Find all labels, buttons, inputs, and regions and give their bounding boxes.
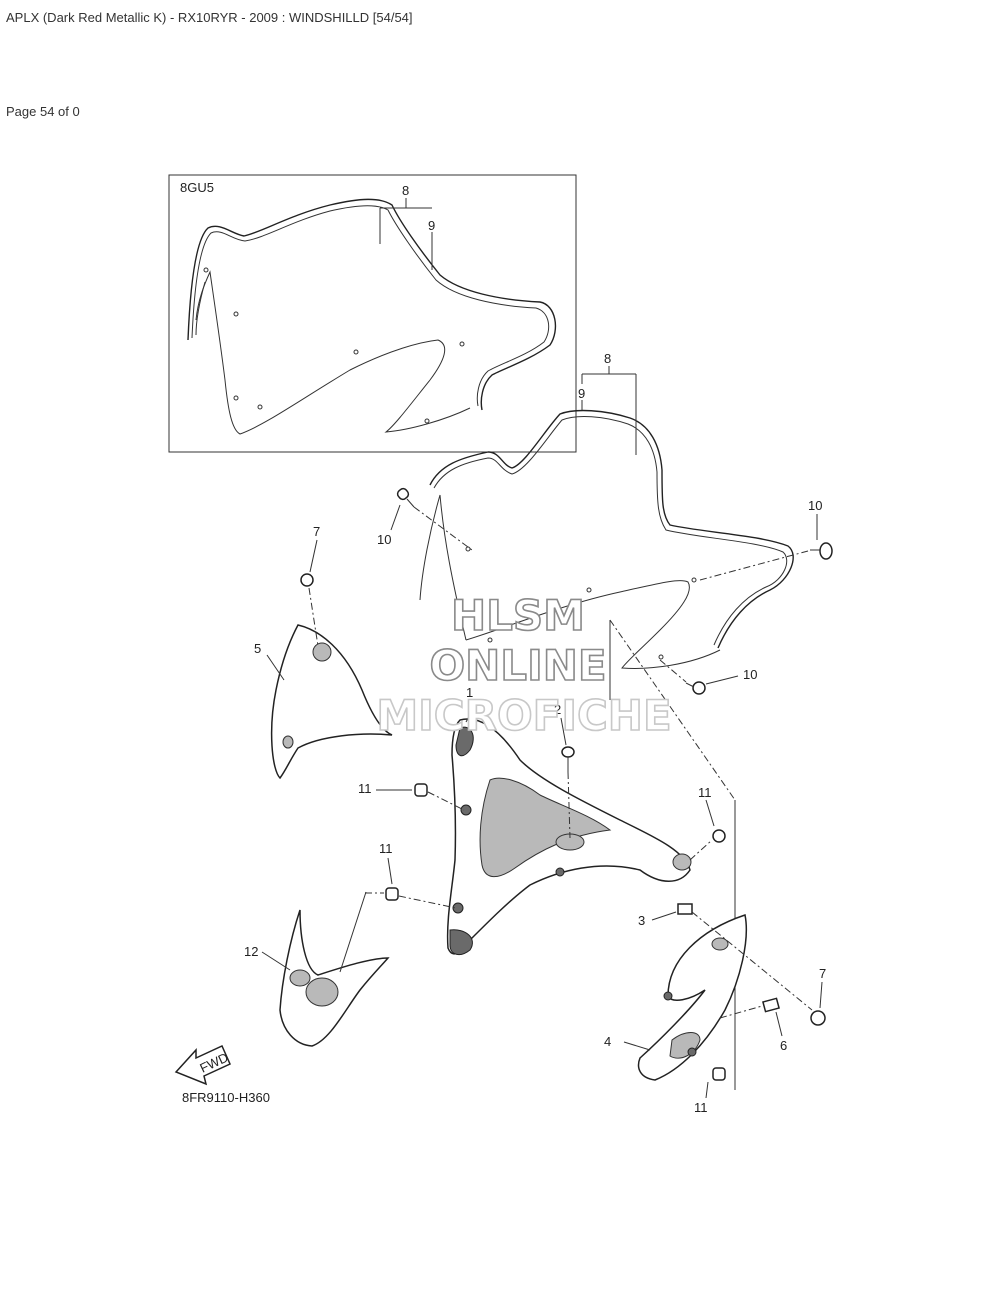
page-header-title: APLX (Dark Red Metallic K) - RX10RYR - 2… — [6, 10, 413, 25]
inset-variant-box: 8GU5 8 9 — [168, 174, 577, 453]
callout-8-inset: 8 — [402, 183, 409, 198]
callout-10-left: 10 — [377, 532, 391, 547]
screw-2: 2 — [554, 702, 575, 839]
callout-1: 1 — [466, 685, 473, 700]
callout-7-top: 7 — [313, 524, 320, 539]
watermark-line-3: MICROFICHE — [376, 691, 671, 740]
callout-11-left: 11 — [358, 781, 372, 796]
part-4-side-cover: 4 — [604, 914, 748, 1081]
screw-10-left: 10 — [377, 487, 473, 551]
callout-8-main: 8 — [604, 351, 611, 366]
fwd-arrow-icon: FWD — [174, 1045, 231, 1086]
callout-9-inset: 9 — [428, 218, 435, 233]
callout-6: 6 — [780, 1038, 787, 1053]
callout-4: 4 — [604, 1034, 611, 1049]
screw-7-bottom: 7 — [810, 966, 826, 1026]
callout-7-bottom: 7 — [819, 966, 826, 981]
part-1-front-cowling: 1 — [446, 685, 692, 956]
watermark: HLSM ONLINE MICROFICHE — [376, 590, 673, 741]
screw-10-bottom: 10 — [659, 659, 757, 695]
page-indicator: Page 54 of 0 — [6, 104, 80, 119]
grommet-11-left: 11 — [358, 781, 465, 811]
callout-12: 12 — [244, 944, 258, 959]
grommet-11-bottom: 11 — [694, 1067, 726, 1115]
inset-label: 8GU5 — [180, 180, 214, 195]
grommet-11-right: 11 — [689, 785, 726, 861]
callout-3: 3 — [638, 913, 645, 928]
windshield-main: 8 9 — [419, 351, 794, 669]
callout-5: 5 — [254, 641, 261, 656]
callout-9-main: 9 — [578, 386, 585, 401]
callout-11-right: 11 — [698, 785, 712, 800]
part-12-lower-panel: 12 — [244, 891, 390, 1047]
callout-2: 2 — [554, 702, 561, 717]
part-5-side-panel: 5 — [254, 624, 393, 780]
callout-11-bottom: 11 — [694, 1100, 708, 1115]
callout-10-bottom: 10 — [743, 667, 757, 682]
watermark-line-2: ONLINE — [429, 641, 606, 690]
callout-10-right: 10 — [808, 498, 822, 513]
screw-10-right: 10 — [699, 498, 833, 581]
diagram-code: 8FR9110-H360 — [182, 1090, 270, 1105]
watermark-line-1: HLSM — [451, 591, 585, 640]
callout-11-mid: 11 — [379, 841, 393, 856]
screw-7-top: 7 — [300, 524, 320, 647]
nut-6: 6 — [719, 997, 787, 1053]
clip-3: 3 — [638, 903, 813, 1011]
grommet-11-mid: 11 — [365, 841, 457, 909]
